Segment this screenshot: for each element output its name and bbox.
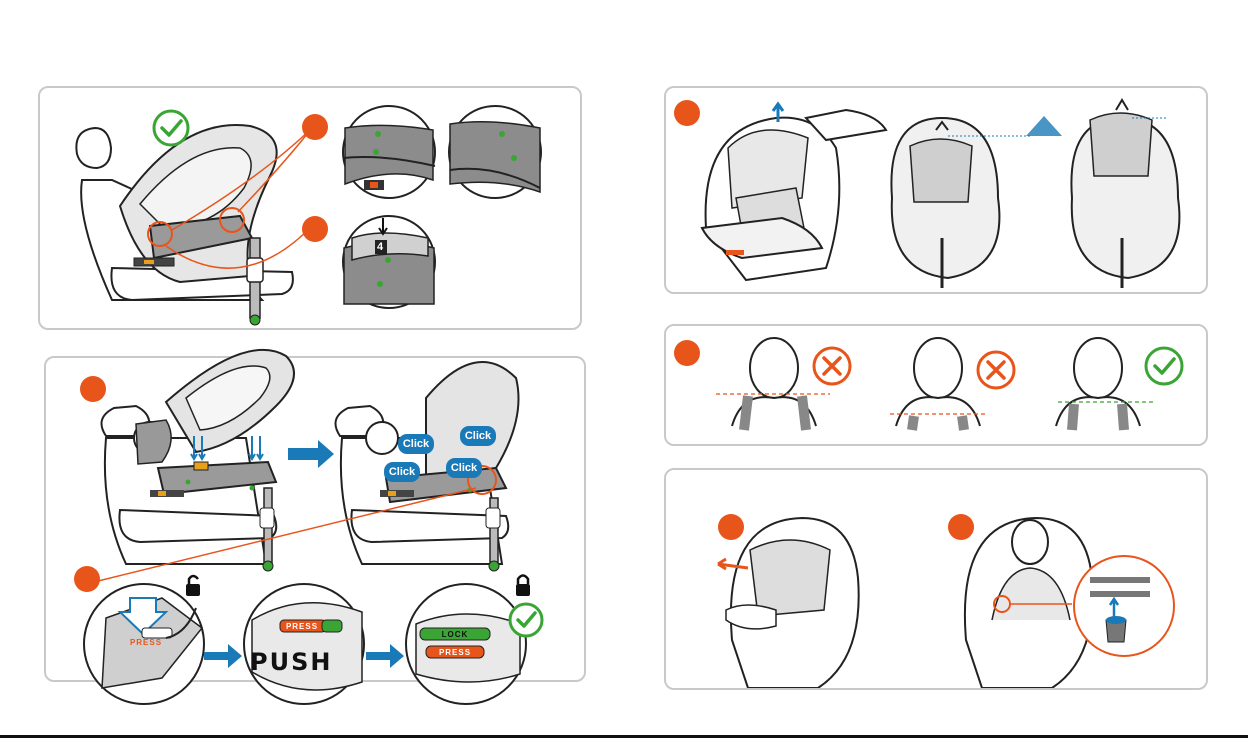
indicator-number-label: 4 — [377, 241, 383, 253]
indicator-detail-green-a — [343, 106, 435, 198]
headrest-adjust-illustration — [666, 88, 1208, 294]
click-label: Click — [446, 458, 482, 478]
panel-click-and-push: Click Click Click Click PUSH PRESS PRESS… — [44, 356, 586, 682]
press-label: PRESS — [282, 622, 322, 631]
lock-label: LOCK — [420, 630, 490, 639]
click-label: Click — [398, 434, 434, 454]
lock-icon — [516, 576, 530, 597]
lock-detail-circle — [406, 584, 526, 704]
indicator-detail-number — [343, 216, 435, 308]
panel-harness-height — [664, 324, 1208, 446]
step-marker — [948, 514, 974, 540]
step-marker — [74, 566, 100, 592]
check-circle-icon — [510, 604, 542, 636]
push-label: PUSH — [250, 648, 332, 676]
click-install-illustration — [46, 358, 588, 738]
step-marker — [674, 340, 700, 366]
click-label: Click — [460, 426, 496, 446]
panel-harness-buckle — [664, 468, 1208, 690]
harness-height-illustration — [666, 326, 1208, 446]
step-marker — [80, 376, 106, 402]
check-circle-icon — [1146, 348, 1182, 384]
step-marker — [674, 100, 700, 126]
panel-base-install-check: 4 — [38, 86, 582, 330]
click-label: Click — [384, 462, 420, 482]
check-circle-icon — [154, 111, 188, 145]
step-marker — [718, 514, 744, 540]
panel-headrest-adjust — [664, 86, 1208, 294]
cross-circle-icon — [814, 348, 850, 384]
step-marker — [302, 114, 328, 140]
step-marker — [302, 216, 328, 242]
unlock-icon — [186, 576, 200, 596]
harness-buckle-illustration — [666, 470, 1208, 690]
push-detail-circle — [244, 584, 364, 704]
press-label: PRESS — [426, 648, 484, 657]
cross-circle-icon — [978, 352, 1014, 388]
press-label: PRESS — [126, 638, 166, 647]
indicator-detail-green-b — [449, 106, 541, 198]
